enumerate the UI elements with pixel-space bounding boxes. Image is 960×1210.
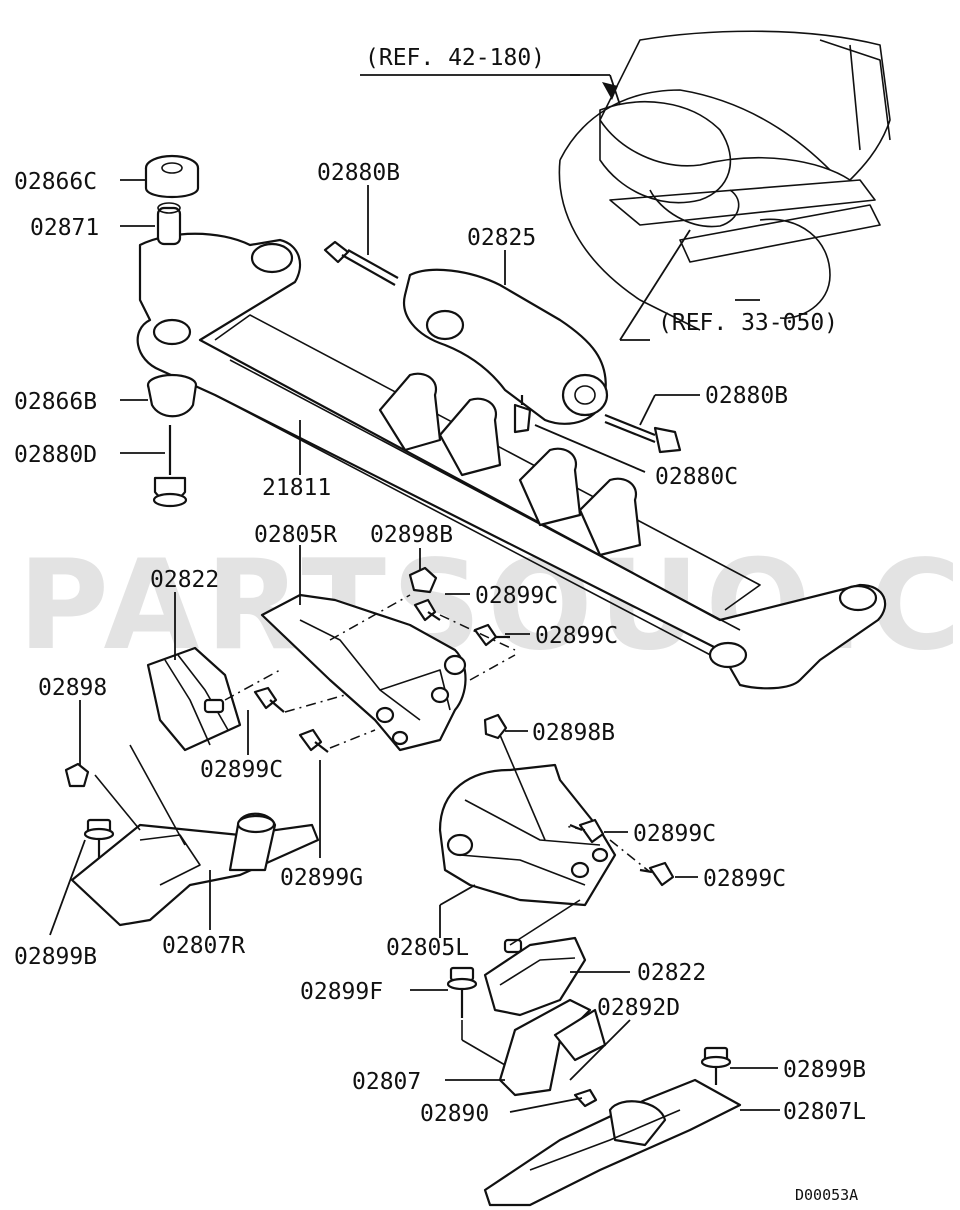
callout-02866b[interactable]: 02866B [14,389,97,415]
callout-02899c-c[interactable]: 02899C [200,757,283,783]
callout-02880c[interactable]: 02880C [655,464,738,490]
callout-02880d[interactable]: 02880D [14,442,97,468]
right-engine-bracket [260,593,467,752]
left-lower-bracket [483,1078,742,1207]
callout-02805l[interactable]: 02805L [386,935,469,961]
spacer-collar [156,202,182,246]
bolt-top [323,240,399,286]
bolt-02899f [446,966,478,1018]
callout-02871[interactable]: 02871 [30,215,99,241]
bolt-right [604,413,682,454]
leader-lines [49,179,780,1113]
callout-02899f[interactable]: 02899F [300,979,383,1005]
callout-02898b-top[interactable]: 02898B [370,522,453,548]
callout-02880b-top[interactable]: 02880B [317,160,400,186]
callout-02898[interactable]: 02898 [38,675,107,701]
bolt-02899g [298,728,329,753]
bolt-02899b-left [83,818,115,858]
callout-02899b-right[interactable]: 02899B [783,1057,866,1083]
callout-21811[interactable]: 21811 [262,475,331,501]
callout-02890[interactable]: 02890 [420,1101,489,1127]
nut-02898b-top [408,566,438,594]
callout-02898b-mid[interactable]: 02898B [532,720,615,746]
nut-02898b-mid [483,713,508,740]
callout-02899g[interactable]: 02899G [280,865,363,891]
callout-02825[interactable]: 02825 [467,225,536,251]
diagram-code: D00053A [795,1186,858,1204]
ref-label-42-180: (REF. 42-180) [365,45,545,71]
bolt-02899c-e [639,861,675,887]
bolt-02899c-b [473,623,510,647]
left-insulator [146,646,242,752]
bolt-02899b-right [700,1046,732,1085]
callout-02822-left[interactable]: 02822 [150,567,219,593]
callout-02899c-b[interactable]: 02899C [535,623,618,649]
callout-02899c-e[interactable]: 02899C [703,866,786,892]
callout-02892d[interactable]: 02892D [597,995,680,1021]
callout-02807r[interactable]: 02807R [162,933,245,959]
nut-02898 [64,762,90,788]
bolt-02880c [513,395,532,434]
callout-02899c-a[interactable]: 02899C [475,583,558,609]
callout-02805r[interactable]: 02805R [254,522,337,548]
callout-02899b-left[interactable]: 02899B [14,944,97,970]
callout-02880b-right[interactable]: 02880B [705,383,788,409]
top-bushing [144,154,200,198]
callout-02866c[interactable]: 02866C [14,169,97,195]
bolt-02899c-c [253,686,285,713]
right-insulator [483,936,587,1017]
callout-02807[interactable]: 02807 [352,1069,421,1095]
callout-02899c-d[interactable]: 02899C [633,821,716,847]
bolt-02899c-a [413,598,441,622]
right-lower-bracket [70,812,320,927]
washer-02890 [573,1088,598,1108]
left-engine-bracket [438,763,617,907]
callout-02807l[interactable]: 02807L [783,1099,866,1125]
long-bolt-left [152,425,188,508]
vehicle-overview-inset [360,30,891,341]
lower-bushing [146,373,198,418]
center-engine-mount [402,268,609,425]
lower-center-bracket [498,998,607,1097]
callout-02822-right[interactable]: 02822 [637,960,706,986]
ref-label-33-050: (REF. 33-050) [658,310,838,336]
